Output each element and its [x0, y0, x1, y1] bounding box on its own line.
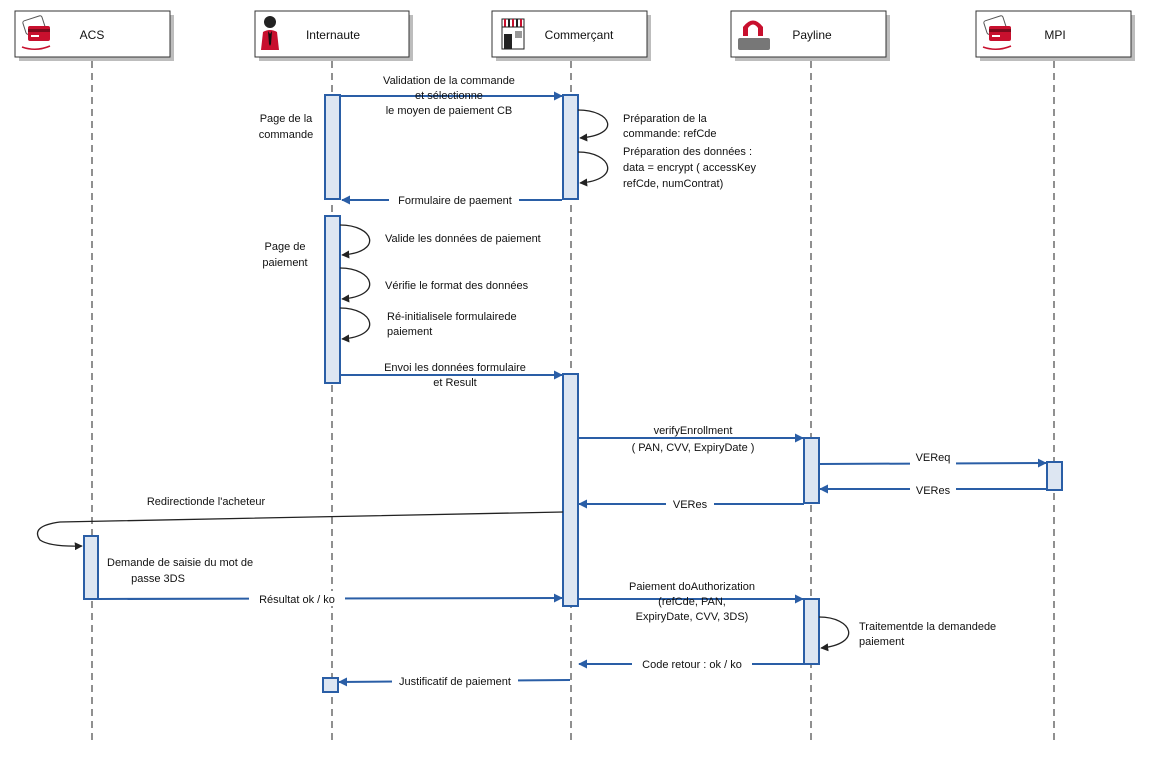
note-page-commande-1: Page de la	[260, 113, 313, 125]
note-preparation-donnees-2: data = encrypt ( accessKey	[623, 162, 756, 174]
person-icon	[261, 16, 279, 50]
label-paiement-2: (refCde, PAN,	[658, 596, 726, 608]
label-validation-3: le moyen de paiement CB	[386, 105, 513, 117]
note-reinit-2: paiement	[387, 326, 432, 338]
note-traitement-2: paiement	[859, 636, 904, 648]
activation-commercant-1	[562, 94, 579, 200]
participant-label-commercant: Commerçant	[545, 28, 614, 42]
participant-mpi: MPI	[975, 10, 1135, 61]
note-saisie-1: Demande de saisie du mot de	[107, 557, 253, 569]
label-validation-2: et sélectionne	[415, 90, 483, 102]
activation-commercant-2	[562, 373, 579, 607]
activation-internaute-3	[322, 677, 339, 693]
self-call-reinit	[339, 307, 371, 343]
note-traitement-1: Traitementde la demandede	[859, 621, 996, 633]
label-envoi-1: Envoi les données formulaire	[384, 362, 526, 374]
self-call-preparation-donnees	[577, 151, 609, 187]
self-call-valide	[339, 224, 371, 259]
label-paiement-1: Paiement doAuthorization	[629, 581, 755, 593]
note-preparation-commande-2: commande: refCde	[623, 128, 717, 140]
label-vereq: VEReq	[916, 452, 951, 464]
self-call-preparation-commande	[577, 109, 609, 142]
label-verify-1: verifyEnrollment	[654, 425, 733, 437]
participant-label-payline: Payline	[792, 28, 832, 42]
participant-acs: ACS	[14, 10, 174, 61]
note-preparation-donnees-3: refCde, numContrat)	[623, 178, 723, 190]
label-justificatif: Justificatif de paiement	[399, 676, 511, 688]
note-page-paiement-1: Page de	[265, 241, 306, 253]
note-verifie: Vérifie le format des données	[385, 280, 529, 292]
self-call-verifie	[339, 267, 371, 303]
activation-internaute-1	[324, 94, 341, 200]
credit-card-icon	[21, 15, 51, 50]
note-preparation-donnees-1: Préparation des données :	[623, 146, 752, 158]
note-page-paiement-2: paiement	[262, 257, 307, 269]
note-saisie-2: passe 3DS	[131, 573, 185, 585]
shop-icon	[501, 18, 525, 50]
label-redirection: Redirectionde l'acheteur	[147, 496, 266, 508]
activation-payline-1	[803, 437, 820, 504]
note-page-commande-2: commande	[259, 129, 313, 141]
participant-label-acs: ACS	[80, 28, 105, 42]
payline-logo-icon	[738, 20, 770, 50]
label-veres-payline: VERes	[673, 499, 708, 511]
label-code-retour: Code retour : ok / ko	[642, 659, 742, 671]
label-verify-2: ( PAN, CVV, ExpiryDate )	[632, 442, 755, 454]
note-reinit-1: Ré-initialisele formulairede	[387, 311, 517, 323]
note-valide: Valide les données de paiement	[385, 233, 541, 245]
participant-label-mpi: MPI	[1044, 28, 1065, 42]
label-resultat: Résultat ok / ko	[259, 594, 335, 606]
activation-mpi	[1046, 461, 1063, 491]
label-veres-mpi: VERes	[916, 485, 951, 497]
label-formulaire: Formulaire de paement	[398, 195, 512, 207]
label-envoi-2: et Result	[433, 377, 476, 389]
label-paiement-3: ExpiryDate, CVV, 3DS)	[636, 611, 749, 623]
activation-acs	[83, 535, 99, 600]
credit-card-icon	[982, 15, 1012, 50]
activation-payline-2	[803, 598, 820, 665]
message-redirection	[36, 511, 564, 551]
note-preparation-commande-1: Préparation de la	[623, 113, 708, 125]
self-call-traitement	[818, 616, 850, 652]
activation-internaute-2	[324, 215, 341, 384]
participant-label-internaute: Internaute	[306, 28, 360, 42]
participant-payline: Payline	[730, 10, 890, 61]
participant-internaute: Internaute	[254, 10, 413, 61]
participant-commercant: Commerçant	[491, 10, 651, 61]
label-validation-1: Validation de la commande	[383, 75, 515, 87]
